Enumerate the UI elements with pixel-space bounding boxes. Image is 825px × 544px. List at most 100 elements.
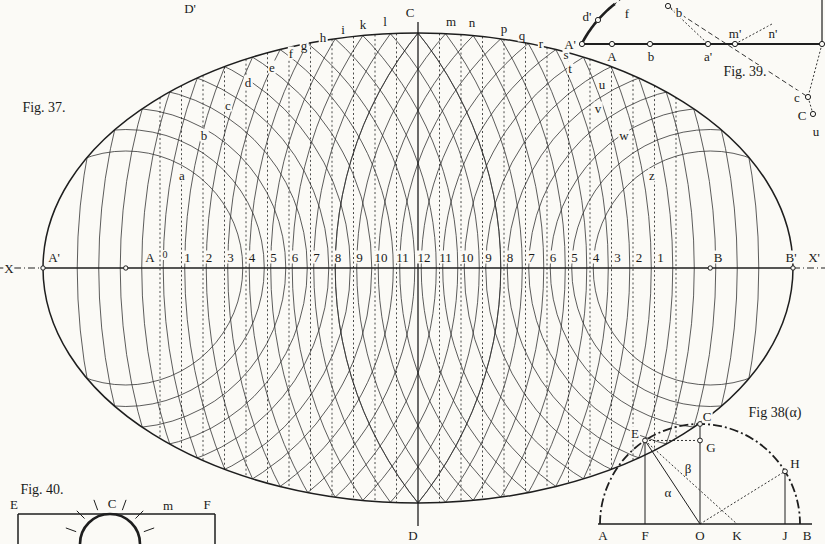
construction-circle bbox=[0, 0, 544, 544]
arc-continuation bbox=[615, 0, 668, 4]
construction-circle bbox=[0, 0, 737, 544]
point-label: 10 bbox=[374, 251, 389, 264]
frame-line bbox=[821, 0, 822, 44]
point-label: w bbox=[618, 129, 629, 142]
point-label: 5 bbox=[570, 251, 579, 264]
construction-line bbox=[808, 44, 822, 97]
construction-circle bbox=[185, 0, 825, 544]
point-label: E bbox=[9, 498, 19, 511]
point-marker bbox=[708, 266, 712, 270]
point-label: c bbox=[793, 91, 801, 104]
point-label: D' bbox=[183, 2, 197, 15]
point-label: 5 bbox=[269, 251, 278, 264]
construction-circle bbox=[378, 0, 825, 544]
point-label: c bbox=[224, 99, 232, 112]
point-label: b bbox=[675, 6, 684, 19]
point-label: B' bbox=[784, 251, 797, 264]
point-label: n' bbox=[768, 27, 779, 40]
point-label: 8 bbox=[506, 251, 515, 264]
point-label: h bbox=[319, 31, 328, 44]
point-label: C bbox=[797, 109, 808, 122]
construction-circle bbox=[421, 0, 825, 544]
point-label: F bbox=[640, 529, 649, 542]
point-label: C bbox=[405, 6, 416, 19]
construction-circle bbox=[0, 0, 501, 544]
figure-caption: Fig. 39. bbox=[722, 65, 767, 79]
construction-circle bbox=[249, 0, 825, 544]
axis-extension bbox=[793, 268, 825, 269]
point-marker bbox=[783, 469, 788, 474]
construction-line bbox=[645, 440, 700, 524]
point-label: k bbox=[359, 18, 368, 31]
point-label: A bbox=[606, 50, 617, 63]
construction-line bbox=[668, 6, 708, 44]
arc-segment bbox=[582, 4, 615, 44]
point-marker bbox=[609, 41, 614, 46]
construction-circle bbox=[206, 0, 825, 544]
construction-line bbox=[785, 471, 786, 524]
construction-circle bbox=[0, 0, 436, 544]
construction-circle bbox=[292, 0, 825, 544]
point-label: X' bbox=[807, 251, 821, 264]
point-label: F bbox=[202, 498, 211, 511]
construction-circle bbox=[0, 0, 608, 544]
point-label: m bbox=[162, 499, 174, 512]
point-marker bbox=[124, 266, 128, 270]
construction-circle bbox=[335, 0, 825, 544]
point-label: u bbox=[598, 78, 607, 91]
construction-circle bbox=[0, 0, 716, 544]
point-label: r bbox=[538, 37, 544, 50]
point-label: X bbox=[3, 262, 14, 275]
ray-line bbox=[94, 500, 98, 510]
point-label: z bbox=[648, 169, 656, 182]
point-marker bbox=[643, 438, 648, 443]
point-label: t bbox=[567, 62, 573, 75]
point-label: p bbox=[500, 22, 509, 35]
point-label: u bbox=[812, 125, 821, 138]
construction-circle bbox=[0, 0, 630, 544]
point-label: 4 bbox=[592, 251, 601, 264]
point-label: C bbox=[107, 497, 118, 510]
figure-caption: Fig. 37. bbox=[21, 101, 66, 115]
point-marker bbox=[595, 17, 600, 22]
point-label: 9 bbox=[484, 251, 493, 264]
point-label: 7 bbox=[527, 251, 536, 264]
point-label: l bbox=[382, 15, 388, 28]
point-label: m' bbox=[728, 27, 742, 40]
point-label: n bbox=[468, 16, 477, 29]
semicircle bbox=[600, 424, 800, 524]
point-label: A' bbox=[563, 38, 577, 51]
point-label: f bbox=[624, 7, 630, 20]
figure-39 bbox=[579, 0, 824, 117]
point-label: B bbox=[802, 529, 813, 542]
construction-line bbox=[645, 440, 737, 524]
construction-line bbox=[700, 471, 785, 524]
point-label: q bbox=[518, 29, 527, 42]
point-label: b bbox=[647, 50, 656, 63]
point-label: O bbox=[694, 529, 705, 542]
construction-circle bbox=[142, 0, 825, 544]
construction-circle bbox=[0, 0, 479, 544]
point-label: a bbox=[178, 169, 186, 182]
point-label: e bbox=[268, 61, 276, 74]
frame-line bbox=[214, 514, 216, 544]
construction-circle bbox=[314, 0, 825, 544]
point-label: D bbox=[407, 529, 418, 542]
semicircle bbox=[80, 514, 140, 544]
point-label: f bbox=[288, 47, 294, 60]
point-label: 3 bbox=[226, 251, 235, 264]
point-label: E bbox=[630, 427, 640, 440]
point-label: 2 bbox=[205, 251, 214, 264]
point-label: B bbox=[713, 251, 724, 264]
point-marker bbox=[647, 41, 652, 46]
point-marker bbox=[705, 41, 710, 46]
point-marker bbox=[791, 266, 795, 270]
point-label: 9 bbox=[355, 251, 364, 264]
construction-circle bbox=[0, 0, 694, 544]
frame-line bbox=[17, 514, 19, 544]
construction-circle bbox=[271, 0, 825, 544]
point-label: 1 bbox=[656, 251, 665, 264]
construction-line bbox=[668, 6, 808, 97]
